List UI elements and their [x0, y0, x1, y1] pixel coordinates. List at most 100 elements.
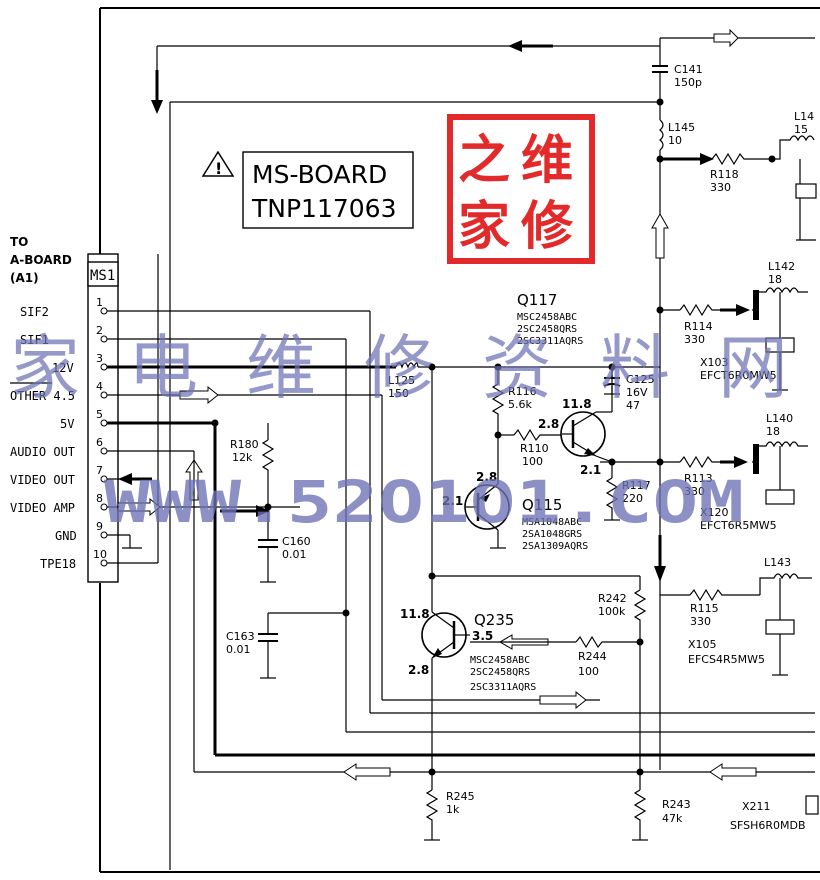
board-frame [99, 7, 820, 873]
pin-num-6: 6 [96, 436, 103, 449]
q117-part-1: MSC2458ABC [517, 312, 577, 323]
pin-label-1: SIF2 [20, 305, 49, 319]
capacitor-c125: C125 16V 47 [603, 367, 655, 412]
signal-arrow-down [151, 70, 163, 114]
q115-part-1: MSA1048ABC [522, 517, 582, 528]
r118-ref: R118 [710, 168, 739, 181]
transistor-q235: Q235 MSC2458ABC 2SC2458QRS 2SC3311AQRS 1… [400, 607, 536, 693]
x120-ref: X120 [700, 506, 729, 519]
r242-ref: R242 [598, 592, 627, 605]
l140-val: 18 [766, 425, 780, 438]
x211-ref: X211 [742, 800, 771, 813]
to-label: TO [10, 235, 28, 249]
q115-part-2: 2SA1048GRS [522, 529, 582, 540]
aboard-label: A-BOARD [10, 253, 72, 267]
resistor-r110: R110 100 [498, 428, 562, 468]
r110-val: 100 [522, 455, 543, 468]
c125-val2: 47 [626, 399, 640, 412]
resistor-r116: R116 5.6k [491, 363, 537, 439]
r114-val: 330 [684, 333, 705, 346]
stamp-watermark: 之 维 家 修 [447, 114, 595, 264]
pin-label-8: VIDEO AMP [10, 501, 75, 515]
watermark-char-7: 网 [718, 327, 788, 409]
resistor-r113: R113 330 [600, 455, 748, 498]
pin-num-4: 4 [96, 380, 103, 393]
r116-ref: R116 [508, 385, 537, 398]
pin-num-3: 3 [96, 352, 103, 365]
a1-label: (A1) [10, 271, 39, 285]
q115-ref: Q115 [522, 496, 562, 514]
pin-circles [100, 307, 108, 567]
inductor-l142: L142 18 X103 EFCT6R0MW5 [700, 260, 808, 391]
c163-ref: C163 [226, 630, 255, 643]
r113-val: 330 [684, 485, 705, 498]
c141-ref: C141 [674, 63, 703, 76]
stamp-char-4: 修 [521, 197, 574, 257]
to-board-label: TO A-BOARD (A1) [10, 235, 72, 285]
q235-ref: Q235 [474, 611, 514, 629]
x211-val: SFSH6R0MDB [730, 819, 806, 832]
q235-part-1: MSC2458ABC [470, 655, 530, 666]
c125-ref: C125 [626, 373, 655, 386]
r115-ref: R115 [690, 602, 719, 615]
watermark-char-2: 电 [128, 327, 198, 409]
l143-ref: L143 [764, 556, 791, 569]
bus-12v-branch [428, 367, 640, 790]
resistor-r114: R114 330 [656, 303, 750, 346]
signal-arrow-left [508, 40, 553, 52]
q235-vb: 3.5 [472, 629, 493, 643]
r180-ref: R180 [230, 438, 259, 451]
hollow-arrow-right-pin8 [117, 497, 161, 517]
r245-val: 1k [446, 803, 460, 816]
resistor-r115: R115 330 [660, 588, 760, 628]
pin-wires [10, 254, 660, 564]
signal-arrow-left-pin7 [118, 473, 152, 485]
q117-vc: 11.8 [562, 397, 592, 411]
pin-label-4: OTHER 4.5 [10, 389, 75, 403]
watermark-char-4: 修 [364, 327, 434, 409]
q115-part-3: 2SA1309AQRS [522, 541, 588, 552]
pin-label-6: AUDIO OUT [10, 445, 75, 459]
r114-ref: R114 [684, 320, 713, 333]
x120-val: EFCT6R5MW5 [700, 519, 777, 532]
watermark-char-5: 资 [482, 327, 552, 409]
resistor-r244: R244 100 [470, 635, 644, 678]
inductor-l140: L140 18 X120 EFCT6R5MW5 [700, 412, 808, 532]
warning-icon: ! [215, 159, 222, 178]
resistor-r118: R118 330 [656, 152, 776, 194]
stamp-char-1: 之 [458, 131, 510, 191]
capacitor-c163: C163 0.01 [226, 613, 278, 679]
q117-ref: Q117 [517, 291, 557, 309]
resistor-r245: R245 1k [424, 789, 475, 841]
watermark-char-1: 家 [10, 327, 80, 409]
connector-name: MS1 [90, 268, 115, 284]
signal-arrow-down-right [654, 535, 666, 582]
hollow-arrow-right-bottom [539, 690, 587, 710]
q235-part-3: 2SC3311AQRS [470, 682, 536, 693]
pin-labels: 1 SIF2 2 SIF1 3 12V 4 OTHER 4.5 5 5V 6 A… [10, 296, 107, 571]
r115-val: 330 [690, 615, 711, 628]
c141-val: 150p [674, 76, 702, 89]
hollow-arrow-up-vert [651, 212, 669, 259]
r116-val: 5.6k [508, 398, 532, 411]
resistor-r180: R180 12k [230, 423, 275, 540]
q235-ve: 2.8 [408, 663, 429, 677]
c125-val1: 16V [626, 386, 648, 399]
q117-ve: 2.1 [580, 463, 601, 477]
r117-val: 220 [622, 492, 643, 505]
pin-label-5: 5V [60, 417, 74, 431]
l145-val: 10 [668, 134, 682, 147]
r117-ref: R117 [622, 479, 651, 492]
junction-dot [656, 98, 664, 106]
capacitor-c141: C141 150p [652, 60, 703, 89]
transistor-q117: Q117 MSC2458ABC 2SC2458QRS 2SC3311AQRS 1… [517, 291, 616, 477]
x105-val: EFCS4R5MW5 [688, 653, 765, 666]
watermark-url: WWW.52O1O1.COM [104, 468, 744, 536]
hollow-arrow-right-top [713, 28, 739, 48]
hollow-arrow-left-bottom-right [709, 763, 757, 781]
hollow-arrow-left-bottom [343, 763, 391, 781]
x105-ref: X105 [688, 638, 717, 651]
q235-vc: 11.8 [400, 607, 430, 621]
resistor-r242: R242 100k [598, 576, 647, 790]
